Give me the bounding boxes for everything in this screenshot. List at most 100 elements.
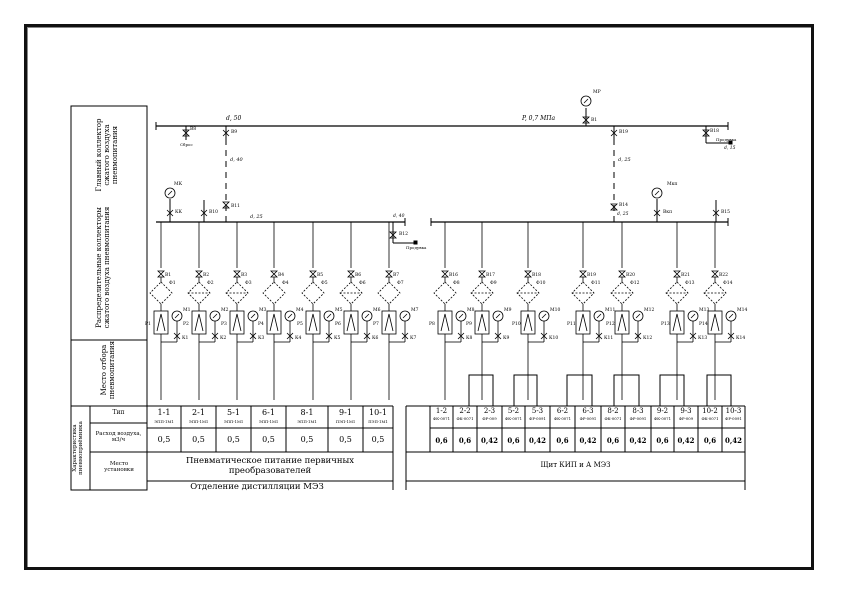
left-collector-branch-6-reducer-label: Р6	[335, 321, 341, 327]
right-table-pos-12: 10-2	[702, 407, 718, 415]
left-collector-valve-a-icon	[200, 209, 208, 217]
valve-b19-icon	[610, 129, 618, 137]
left-collector-branch-7-valve-icon	[385, 270, 393, 278]
right-lower-device-box-5	[659, 374, 685, 407]
left-collector-branch-3-manometer-label: М3	[259, 307, 267, 313]
right-collector-branch-4-valve-label: В19	[587, 272, 596, 278]
drain-left-label: Сброс	[180, 142, 193, 147]
right-collector-branch-3-filter-label: Ф10	[536, 280, 546, 286]
right-collector-branch-5-valve-icon	[618, 270, 626, 278]
right-table-flow-2: 0,6	[458, 436, 472, 445]
left-collector-branch-4-valve-label: В4	[278, 272, 284, 278]
right-table-type-11: ФР-009	[678, 416, 694, 421]
left-table-type-4: ЭПП-1М1	[258, 419, 279, 424]
right-lower-device-box-3	[566, 374, 593, 407]
left-collector-branch-7-filter-label: Ф7	[397, 280, 404, 286]
left-collector-branch-1-check-valve-icon	[173, 332, 181, 340]
right-collector-branch-1-valve-label: В16	[449, 272, 458, 278]
right-table-flow-5: 0,42	[528, 436, 547, 445]
left-collector-branch-4-check-label: К4	[295, 335, 301, 341]
right-collector-branch-5-reducer-label: Р12	[606, 321, 615, 327]
left-collector-branch-7-valve-label: В7	[393, 272, 399, 278]
right-table-type-8: ФК-0071	[604, 416, 622, 421]
left-collector-branch-3-check-label: К3	[258, 335, 264, 341]
left-table-pos-7: 10-1	[369, 408, 387, 417]
valve-b8-icon	[182, 129, 190, 137]
right-table-type-3: ФР-009	[482, 416, 497, 421]
left-collector-manometer-label: МК	[174, 182, 183, 187]
left-collector-branch-6-check-valve-icon	[363, 332, 371, 340]
right-collector-branch-2-check-label: К9	[503, 335, 509, 341]
right-collector-branch-2-reducer-label: Р9	[466, 321, 472, 327]
right-collector-branch-5-check-valve-icon	[634, 332, 642, 340]
left-collector-branch-7-manometer-label: М7	[411, 307, 419, 313]
right-collector-branch-6-manometer-label: М13	[699, 307, 709, 313]
left-table-pos-1: 1-1	[157, 408, 171, 417]
left-collector-branch-2-manometer-label: М2	[221, 307, 229, 313]
left-table-flow-6: 0,5	[339, 435, 352, 444]
right-collector-branch-6-check-valve-icon	[689, 332, 697, 340]
right-table-type-9: ФР-0091	[629, 416, 647, 421]
right-collector-branch-7-manometer-label: М14	[737, 307, 747, 313]
left-collector-end-diameter: d, 40	[393, 214, 405, 219]
right-table-type-6: ФК-0071	[553, 416, 572, 421]
side-label-column	[70, 105, 148, 491]
left-table-flow-4: 0,5	[262, 435, 275, 444]
branch-left-diameter: d, 40	[230, 157, 243, 163]
left-table-flow-3: 0,5	[227, 435, 240, 444]
left-collector-branch-1-valve-icon	[157, 270, 165, 278]
valve-b18-label: В18	[710, 129, 720, 134]
left-table-pos-4: 6-1	[262, 408, 275, 417]
left-collector-branch-4-valve-icon	[270, 270, 278, 278]
left-collector-branch-6-manometer-label: М6	[373, 307, 381, 313]
left-collector-branch-5-check-valve-icon	[325, 332, 333, 340]
main-line-diameter: d, 50	[226, 115, 242, 122]
left-collector-branch-1-reducer-label: Р1	[145, 321, 151, 327]
drain-right-label: Продувка	[716, 137, 737, 142]
manometer-mp-label: МР	[593, 90, 601, 95]
right-collector-branch-7-filter-label: Ф14	[723, 280, 733, 286]
left-collector-branch-4-filter-label: Ф4	[282, 280, 289, 286]
right-table-type-4: ФК-0071	[504, 416, 523, 421]
right-collector-branch-3-check-label: К10	[549, 335, 558, 341]
left-collector-branch-2-check-label: К2	[220, 335, 226, 341]
left-table-flow-2: 0,5	[192, 435, 205, 444]
left-collector-drain-valve-icon	[389, 231, 397, 239]
left-collector-branch-5-check-label: К5	[334, 335, 340, 341]
right-collector-branch-5-valve-label: В20	[626, 272, 635, 278]
right-table-type-2: ФК-0071	[456, 416, 474, 421]
left-collector-branch-7-check-valve-icon	[401, 332, 409, 340]
right-lower-device-box-1	[468, 374, 494, 407]
right-collector-branch-4-manometer-label: М11	[605, 307, 615, 313]
side-label-characteristics: Характеристика пневмоприёмника	[72, 421, 85, 475]
right-collector-branch-7-valve-label: В22	[719, 272, 728, 278]
left-table-type-7: ПЭП-1М1	[368, 419, 388, 424]
valve-b18-icon	[702, 129, 710, 137]
right-collector-branch-7-check-valve-icon	[727, 332, 735, 340]
left-table-pos-3: 5-1	[227, 408, 240, 417]
left-collector-branch-2-filter-label: Ф2	[207, 280, 214, 286]
right-collector-branch-6-reducer-label: Р13	[661, 321, 670, 327]
right-collector-branch-3-manometer-label: М10	[550, 307, 560, 313]
right-collector-branch-5-check-label: К12	[643, 335, 652, 341]
right-collector-branch-6-check-label: К13	[698, 335, 707, 341]
right-collector-branch-1-reducer-label: Р8	[429, 321, 435, 327]
right-table-flow-1: 0,6	[435, 436, 448, 445]
left-collector-branch-1-check-label: К1	[182, 335, 188, 341]
right-lower-device-box-4	[613, 374, 640, 407]
side-label-location: Место отбора пневмопитания	[100, 340, 117, 400]
left-collector-branch-2-valve-icon	[195, 270, 203, 278]
drawing-frame	[24, 24, 814, 570]
right-table-flow-9: 0,42	[629, 436, 647, 445]
left-collector-branch-2-valve-label: В2	[203, 272, 209, 278]
left-collector-branch-2-reducer-label: Р2	[183, 321, 189, 327]
left-collector-branch-2-check-valve-icon	[211, 332, 219, 340]
left-collector-drain-label: Продувка	[406, 245, 427, 250]
right-table-flow-13: 0,42	[724, 436, 743, 445]
right-collector-end-valve-label: В15	[721, 210, 731, 215]
right-collector-branch-2-check-valve-icon	[494, 332, 502, 340]
left-collector-branch-6-valve-label: В6	[355, 272, 361, 278]
right-table-flow-11: 0,42	[677, 436, 695, 445]
left-table-pos-6: 9-1	[339, 408, 352, 417]
